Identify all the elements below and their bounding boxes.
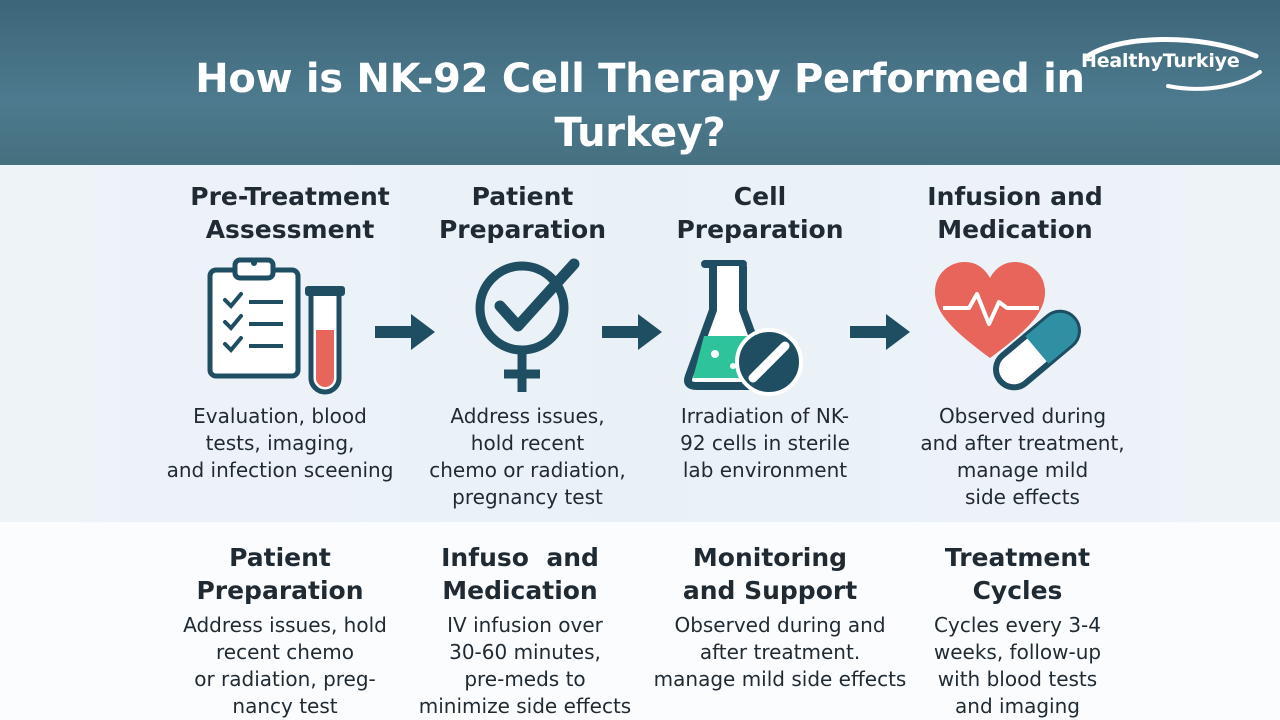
lower-1-desc: Address issues, hold recent chemo or rad… xyxy=(183,613,387,718)
logo: HealthyTurkiye xyxy=(1081,50,1240,72)
step-4-desc: Observed during and after treatment, man… xyxy=(920,404,1125,509)
page-title: How is NK-92 Cell Therapy Performed in T… xyxy=(140,52,1140,160)
lower-2-title: Infuso and Medication xyxy=(441,543,599,605)
arrow-right-icon xyxy=(602,314,662,350)
step-2-title: Patient Preparation xyxy=(438,182,607,244)
header-banner xyxy=(0,0,1280,165)
step-1-title: Pre-Treatment Assessment xyxy=(190,182,390,244)
lower-panel xyxy=(0,522,1280,720)
lower-4-title: Treatment Cycles xyxy=(944,543,1091,605)
lower-3-title: Monitoring and Support xyxy=(682,543,858,605)
step-1-desc: Evaluation, blood tests, imaging, and in… xyxy=(166,404,394,482)
step-3-title: Cell Preparation xyxy=(676,182,844,244)
step-4-title: Infusion and Medication xyxy=(927,182,1103,244)
female-check-icon xyxy=(475,258,580,392)
heart-capsule-icon xyxy=(935,262,1081,391)
step-2-desc: Address issues, hold recent chemo or rad… xyxy=(429,404,626,509)
title-line-1: How is NK-92 Cell Therapy Performed in xyxy=(195,56,1085,102)
step-3-desc: Irradiation of NK- 92 cells in sterile l… xyxy=(680,404,850,482)
lower-2-desc: IV infusion over 30-60 minutes, pre-meds… xyxy=(418,613,632,718)
clipboard-test-tube-icon xyxy=(207,257,345,395)
lower-3-desc: Observed during and after treatment. man… xyxy=(653,613,907,691)
flask-icon xyxy=(684,260,803,396)
arrow-right-icon xyxy=(375,314,435,350)
lower-1-title: Patient Preparation xyxy=(196,543,364,605)
title-line-2: Turkey? xyxy=(554,110,726,156)
logo-swoosh-icon xyxy=(1085,37,1262,91)
lower-4-desc: Cycles every 3-4 weeks, follow-up with b… xyxy=(933,613,1102,718)
arrow-right-icon xyxy=(850,314,910,350)
